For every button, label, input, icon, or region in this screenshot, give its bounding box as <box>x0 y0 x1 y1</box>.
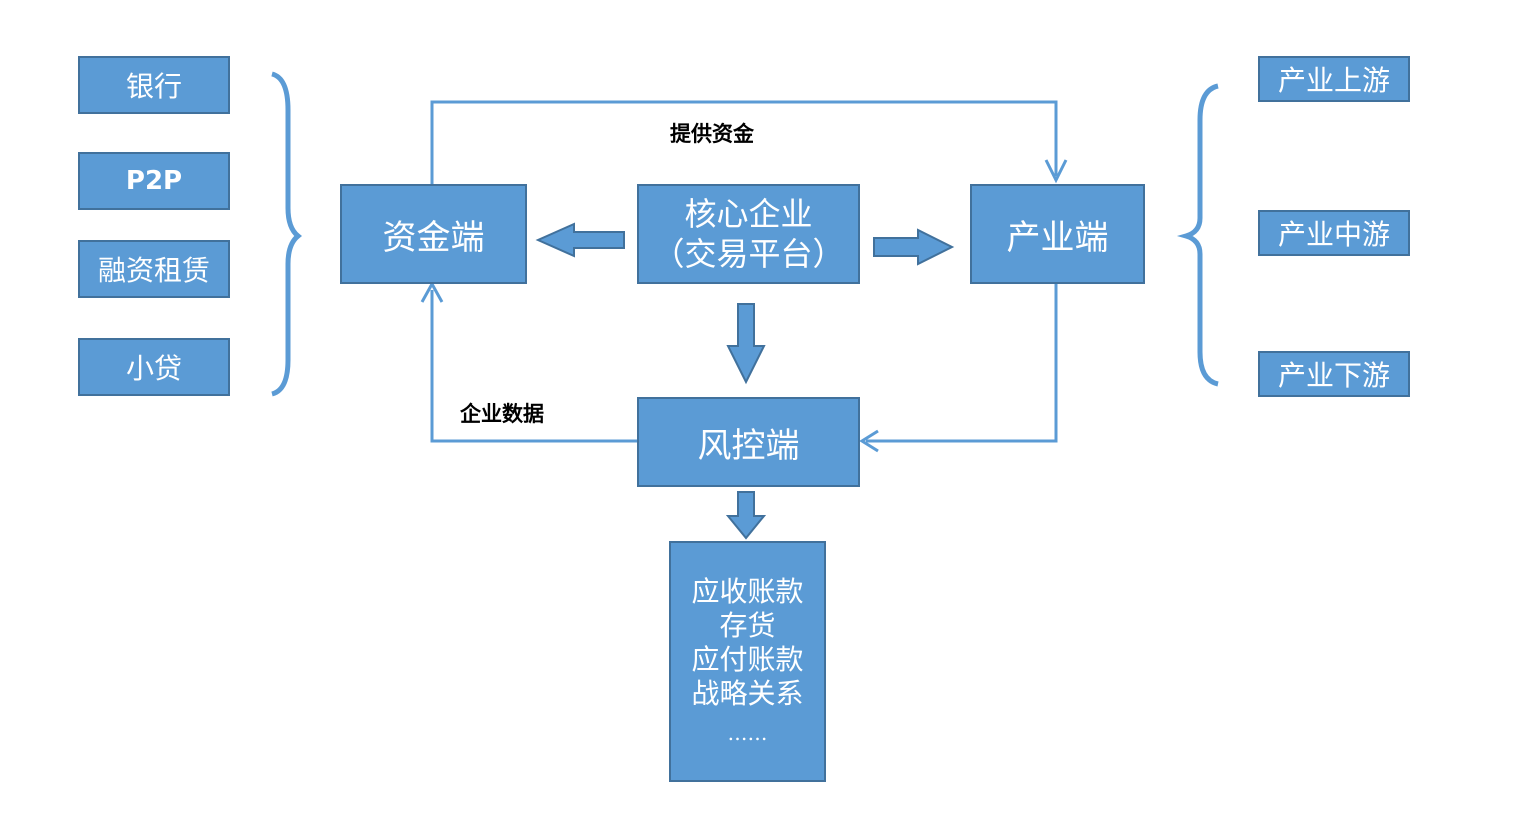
industry-to-risk-connector <box>866 284 1058 443</box>
provide-funds-arrowhead <box>1044 159 1068 184</box>
right-brace <box>1176 83 1219 387</box>
downstream-label: 产业下游 <box>1277 359 1390 392</box>
industry-node-label: 产业端 <box>1006 217 1109 258</box>
funding-node: 资金端 <box>340 184 527 284</box>
source-p2p-box: P2P <box>78 152 230 210</box>
left-brace <box>271 71 302 397</box>
core-to-industry-arrow <box>873 228 955 266</box>
enterprise-data-label: 企业数据 <box>460 402 544 426</box>
source-microloan-label: 小贷 <box>125 352 182 385</box>
industry-to-risk-arrowhead <box>859 429 879 453</box>
downstream-box: 产业下游 <box>1258 351 1410 397</box>
enterprise-data-arrowhead <box>420 280 444 303</box>
data-item-strategic: 战略关系 <box>691 677 804 710</box>
risk-control-node: 风控端 <box>637 397 860 487</box>
midstream-label: 产业中游 <box>1277 218 1390 251</box>
source-leasing-box: 融资租赁 <box>78 240 230 298</box>
funding-node-label: 资金端 <box>382 217 485 258</box>
upstream-box: 产业上游 <box>1258 56 1410 102</box>
core-enterprise-label: 核心企业 <box>684 195 813 233</box>
provide-funds-label: 提供资金 <box>670 122 754 146</box>
data-item-ellipsis: …… <box>727 721 768 745</box>
enterprise-data-connector <box>430 290 637 443</box>
midstream-box: 产业中游 <box>1258 210 1410 256</box>
risk-to-list-arrow <box>725 491 767 540</box>
source-p2p-label: P2P <box>125 166 183 196</box>
data-item-inventory: 存货 <box>719 609 776 642</box>
source-leasing-label: 融资租赁 <box>97 254 210 287</box>
provide-funds-connector <box>430 100 1058 184</box>
data-item-payables: 应付账款 <box>691 643 804 676</box>
trading-platform-label: （交易平台） <box>652 235 845 273</box>
core-to-funding-arrow <box>535 222 625 258</box>
core-to-risk-arrow <box>726 303 766 385</box>
data-item-receivables: 应收账款 <box>691 575 804 608</box>
source-bank-box: 银行 <box>78 56 230 114</box>
risk-data-list-box: 应收账款 存货 应付账款 战略关系 …… <box>669 541 826 782</box>
source-bank-label: 银行 <box>125 70 182 103</box>
risk-control-node-label: 风控端 <box>697 425 800 466</box>
source-microloan-box: 小贷 <box>78 338 230 396</box>
core-enterprise-node: 核心企业 （交易平台） <box>637 184 860 284</box>
upstream-label: 产业上游 <box>1277 64 1390 97</box>
industry-node: 产业端 <box>970 184 1145 284</box>
